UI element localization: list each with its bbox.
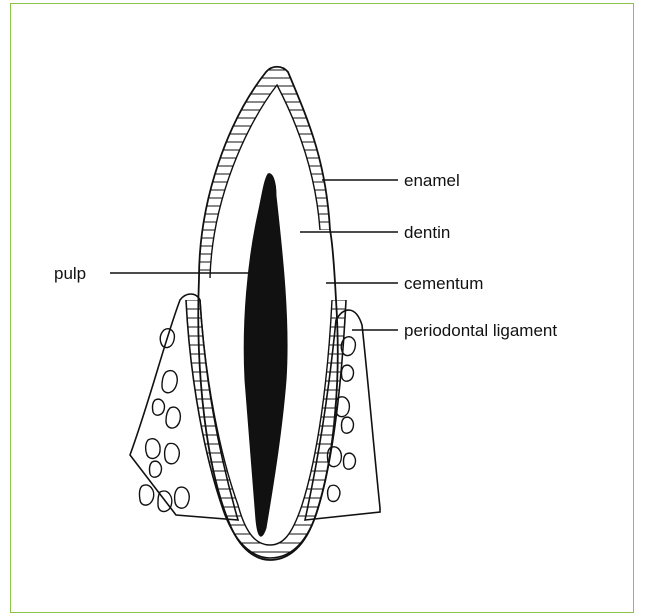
- cementum-label: cementum: [404, 274, 483, 293]
- left-bone-outline: [130, 294, 238, 520]
- pulp-label: pulp: [54, 264, 86, 283]
- pulp-chamber: [244, 174, 287, 536]
- periodontal-ligament-label: periodontal ligament: [404, 321, 557, 340]
- enamel-label: enamel: [404, 171, 460, 190]
- trabecular-bone-left: [139, 329, 189, 512]
- dentin-label: dentin: [404, 223, 450, 242]
